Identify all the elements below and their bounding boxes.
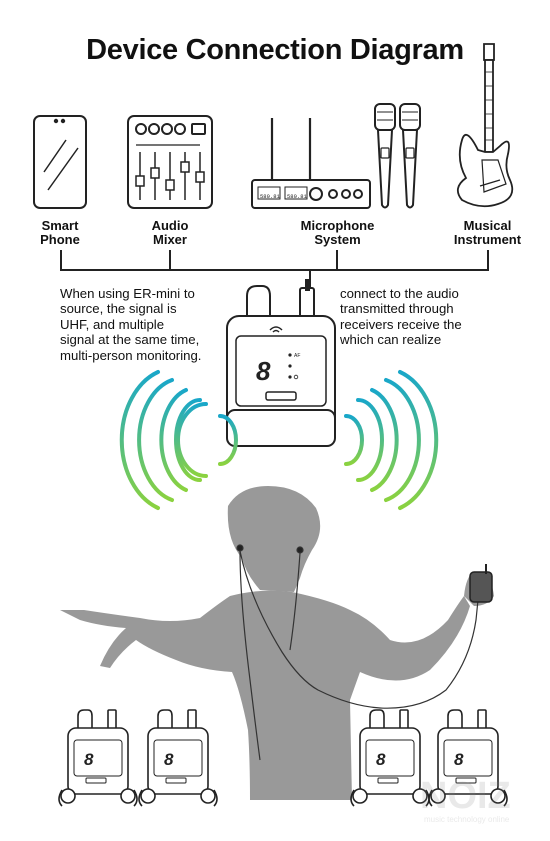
transmitter-display-digit: 8: [256, 356, 271, 386]
signal-waves: [119, 370, 439, 510]
description-left-line-1: When using ER-mini to: [60, 286, 195, 301]
watermark-tagline: music technology online: [424, 815, 510, 824]
receiver-pack-1: [58, 709, 138, 807]
mic-receiver-display-left: 580.81: [260, 193, 281, 200]
description-right: connect to the audio transmitted through…: [340, 286, 488, 348]
receiver-pack-3: [350, 709, 430, 807]
source-label-audio-mixer: Audio Mixer: [151, 218, 189, 247]
description-left-line-3: UHF, and multiple: [60, 316, 165, 332]
page-title: Device Connection Diagram: [86, 34, 464, 66]
description-right-line-4: which can realize: [340, 332, 442, 348]
description-left-line-2: source, the signal is: [60, 301, 177, 317]
electric-guitar-icon: [456, 43, 514, 208]
handheld-receiver-pack: [469, 564, 493, 603]
receiver-pack-1-digit: 8: [84, 750, 94, 769]
audio-mixer-icon: [127, 115, 213, 209]
smartphone-icon: [33, 115, 87, 209]
watermark-brand: NOIZ: [420, 775, 511, 817]
description-left-line-4: signal at the same time,: [60, 332, 200, 348]
mic-receiver-display-right: 580.81: [287, 193, 308, 200]
receiver-pack-2-digit: 8: [164, 750, 174, 769]
description-left: When using ER-mini to source, the signal…: [60, 286, 218, 363]
receiver-pack-2: [138, 709, 218, 807]
transmitter-device: [226, 279, 336, 447]
receiver-pack-3-digit: 8: [376, 750, 386, 769]
microphone-receiver-icon: [251, 118, 371, 209]
receiver-pack-4: [428, 709, 508, 807]
source-label-microphone-system: Microphone System: [300, 218, 375, 247]
connection-lines: [60, 250, 489, 288]
source-label-musical-instrument: Musical Instrument: [453, 218, 522, 247]
description-right-line-3: receivers receive the: [340, 316, 462, 332]
earphone-cable: [236, 544, 479, 761]
watermark-logo: NOIZ music technology online: [420, 775, 511, 824]
description-left-line-5: multi-person monitoring.: [60, 347, 202, 363]
description-right-line-1: connect to the audio: [340, 286, 459, 301]
transmitter-af-label: AF: [294, 353, 300, 359]
source-label-smartphone: Smart Phone: [40, 218, 80, 247]
receiver-pack-4-digit: 8: [454, 750, 464, 769]
handheld-microphones-icon: [374, 103, 421, 209]
description-right-line-2: transmitted through: [340, 301, 454, 317]
